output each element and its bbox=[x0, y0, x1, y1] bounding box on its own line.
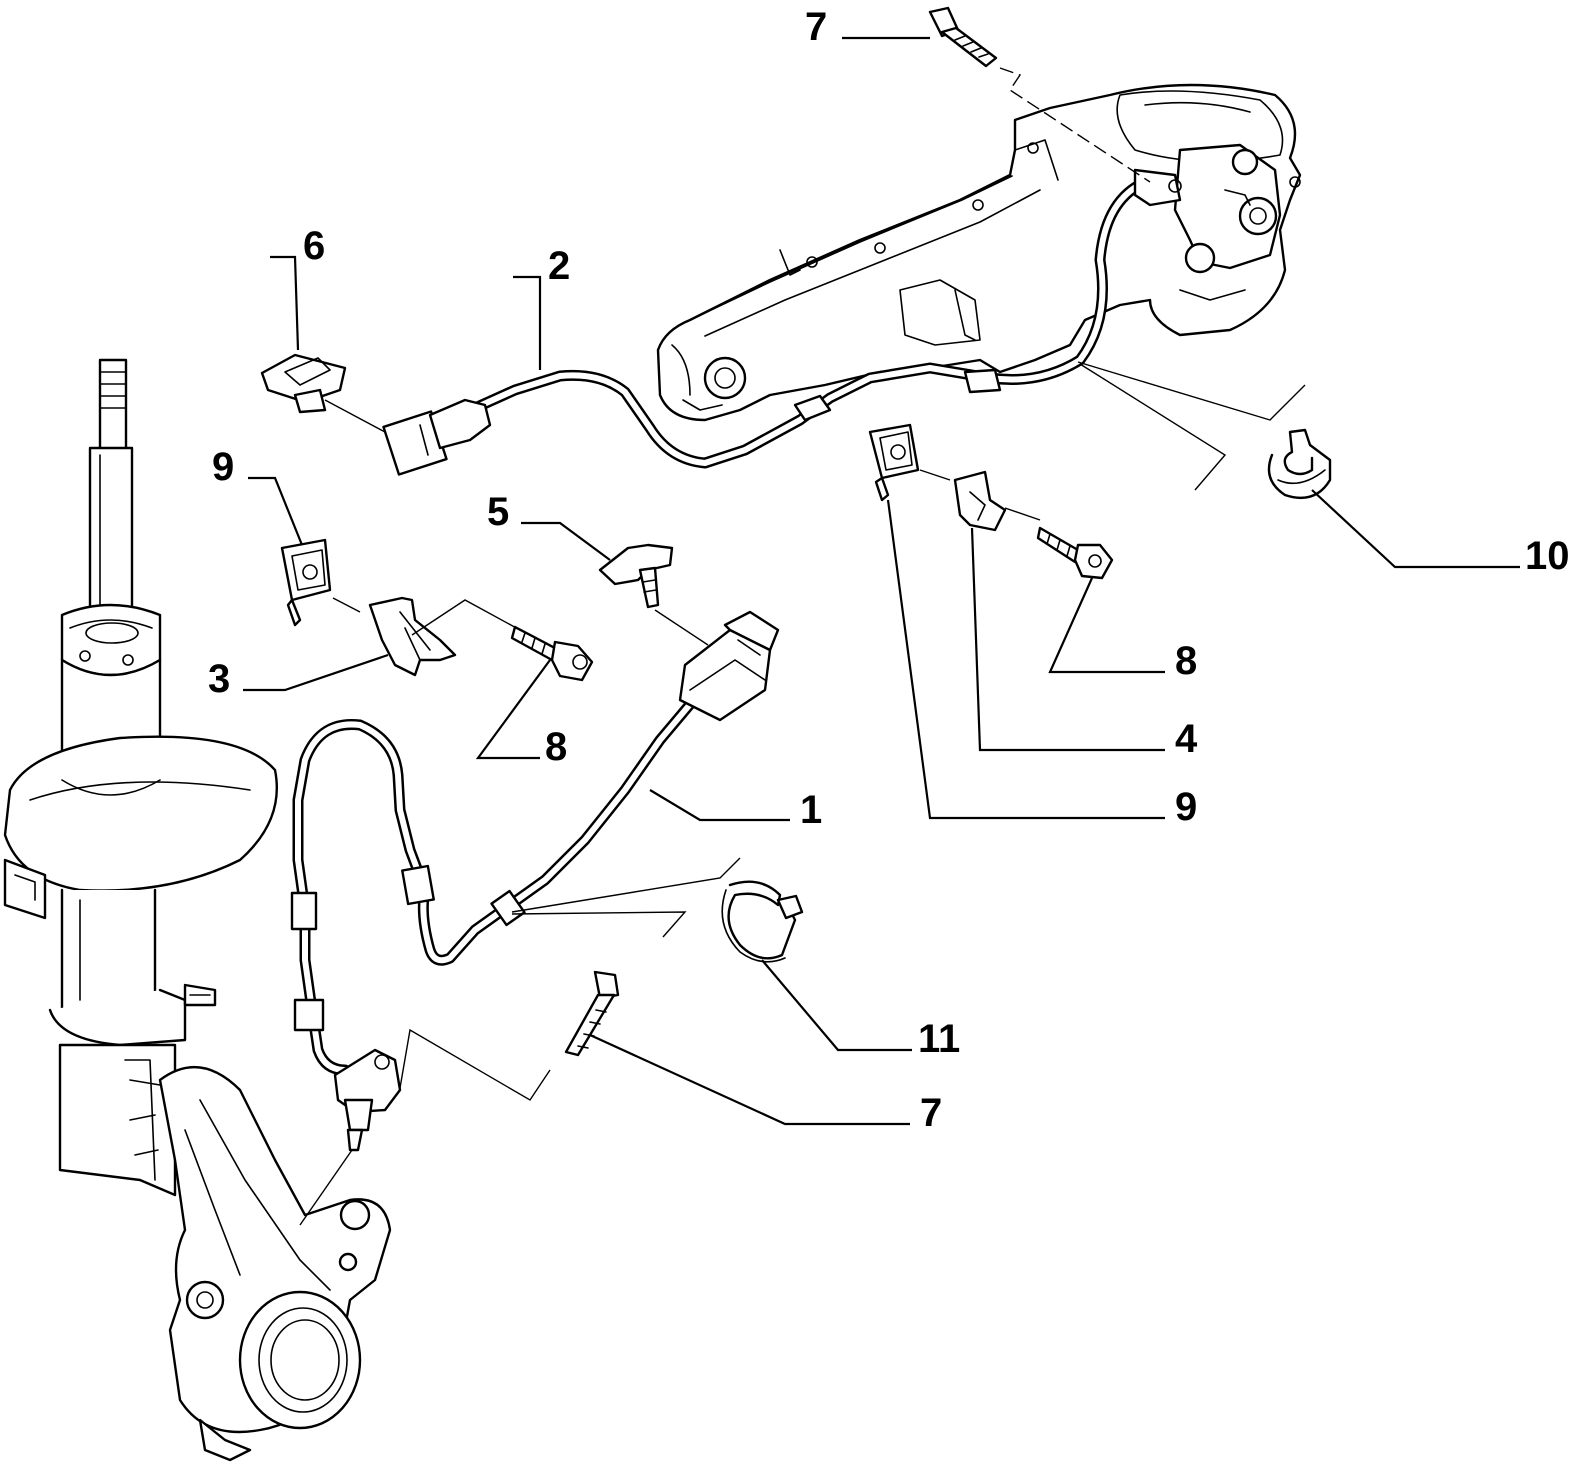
cable-tie-11 bbox=[721, 880, 804, 963]
callout-3: 3 bbox=[208, 657, 230, 701]
bolt-8-left bbox=[510, 625, 594, 682]
bolt-8-right bbox=[1036, 526, 1114, 580]
clip-9-right bbox=[868, 423, 951, 502]
leader-lines bbox=[243, 36, 1520, 1126]
rear-cable-clamp bbox=[1077, 361, 1332, 500]
clip-9-left bbox=[280, 538, 361, 627]
callout-8-right: 8 bbox=[1175, 639, 1197, 683]
callout-labels: 1 2 3 4 5 6 7 7 8 8 9 9 10 11 bbox=[208, 5, 1570, 1135]
bolt-top bbox=[928, 6, 1151, 183]
bolt-7-lower bbox=[564, 970, 620, 1057]
rear-abs-sensor-cable bbox=[382, 168, 1182, 476]
bracket-5 bbox=[598, 543, 709, 646]
callout-7-bottom: 7 bbox=[920, 1091, 942, 1135]
callout-9-left: 9 bbox=[212, 445, 234, 489]
bracket-3 bbox=[368, 596, 521, 677]
rear-axle-beam bbox=[656, 83, 1302, 422]
callout-1: 1 bbox=[800, 788, 822, 832]
callout-10: 10 bbox=[1525, 534, 1570, 578]
callout-11: 11 bbox=[918, 1017, 960, 1061]
front-abs-sensor-cable bbox=[290, 610, 780, 1226]
callout-6: 6 bbox=[303, 224, 325, 268]
front-strut bbox=[3, 358, 392, 1462]
clip-6 bbox=[260, 353, 386, 433]
callout-4: 4 bbox=[1175, 717, 1198, 761]
callout-5: 5 bbox=[487, 490, 509, 534]
callout-7-top: 7 bbox=[805, 5, 827, 49]
bracket-4 bbox=[953, 470, 1041, 532]
callout-2: 2 bbox=[548, 244, 570, 288]
callout-8-left: 8 bbox=[545, 725, 567, 769]
callout-9-right: 9 bbox=[1175, 785, 1197, 829]
